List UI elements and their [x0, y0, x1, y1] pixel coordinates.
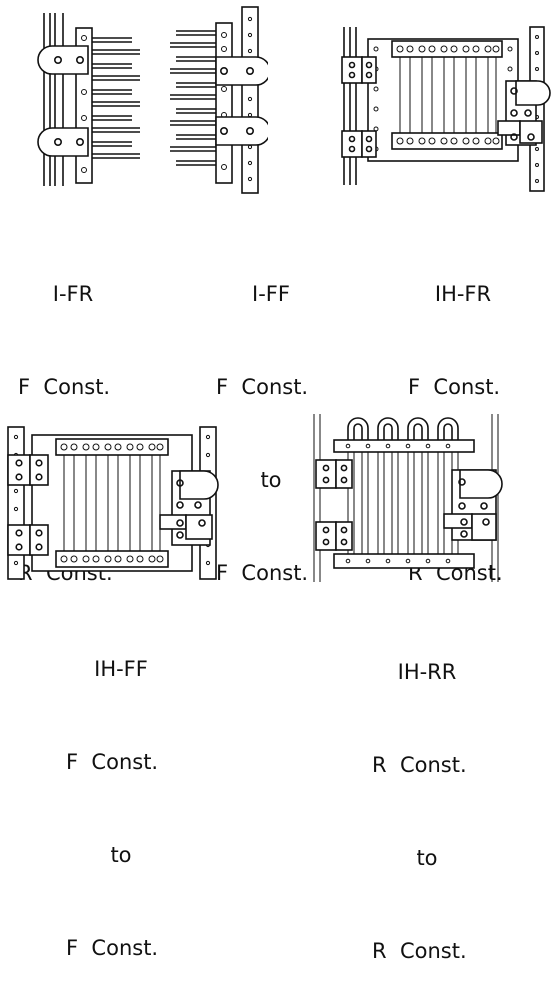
caption-i-ff: I-FF F Const. to F Const.: [216, 217, 326, 620]
caption-i-ff-line4: F Const.: [216, 561, 309, 585]
caption-ih-rr-title: IH-RR: [397, 660, 457, 684]
diagram-ih-rr: [308, 410, 508, 586]
caption-ih-ff-line4: F Const.: [66, 936, 159, 960]
diagram-ih-ff: [4, 425, 224, 585]
i-ff-drawing: [170, 6, 268, 194]
caption-ih-fr-line2: F Const.: [408, 375, 501, 399]
caption-i-ff-title: I-FF: [252, 282, 290, 306]
caption-i-ff-line2: F Const.: [216, 375, 309, 399]
caption-ih-rr-line2: R Const.: [372, 753, 467, 777]
caption-ih-rr: IH-RR R Const. to R Const.: [372, 595, 482, 998]
caption-ih-ff-line3: to: [110, 843, 132, 867]
caption-ih-ff-title: IH-FF: [94, 657, 148, 681]
ih-fr-drawing: [341, 26, 551, 192]
caption-i-ff-line3: to: [260, 468, 282, 492]
caption-ih-ff: IH-FF F Const. to F Const.: [66, 592, 176, 995]
caption-i-fr-line2: F Const.: [18, 375, 111, 399]
diagram-i-fr: [30, 8, 150, 188]
diagram-i-ff: [168, 5, 268, 195]
diagram-ih-fr: [338, 25, 554, 195]
caption-ih-rr-line4: R Const.: [372, 939, 467, 963]
caption-i-fr-title: I-FR: [52, 282, 94, 306]
caption-ih-ff-line2: F Const.: [66, 750, 159, 774]
caption-ih-rr-line3: to: [416, 846, 438, 870]
i-fr-drawing: [37, 13, 140, 186]
ih-rr-drawing: [313, 414, 503, 582]
ih-ff-drawing: [7, 426, 219, 580]
caption-ih-fr-title: IH-FR: [434, 282, 492, 306]
